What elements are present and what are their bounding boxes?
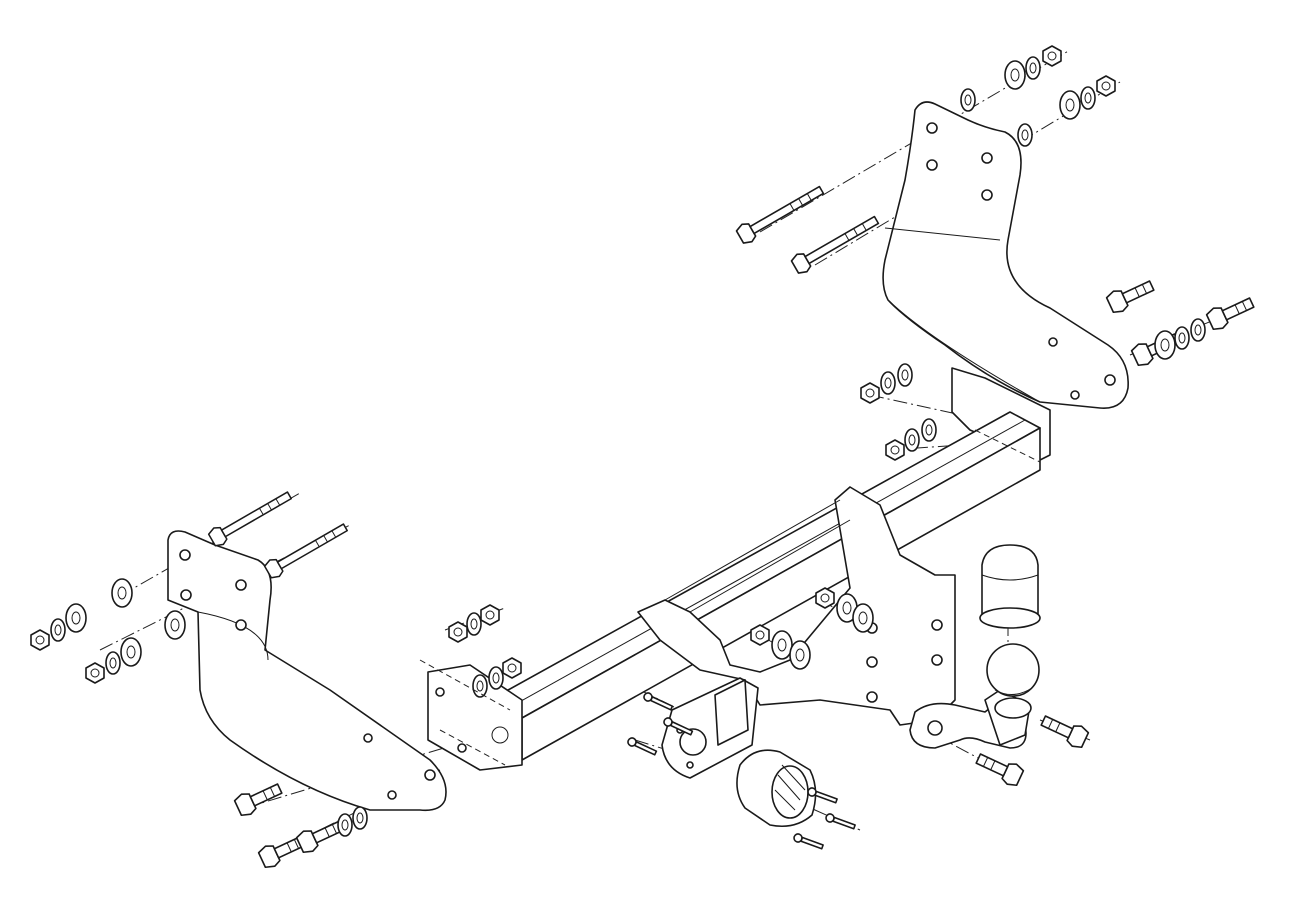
assembly-guides (419, 429, 1041, 766)
tow-ball-cover (979, 544, 1041, 629)
socket-plate (661, 677, 759, 779)
electrical-socket (736, 749, 817, 828)
left-bracket (167, 530, 447, 812)
tow-bar-crossbeam (427, 411, 1041, 771)
tow-ball (909, 643, 1040, 749)
